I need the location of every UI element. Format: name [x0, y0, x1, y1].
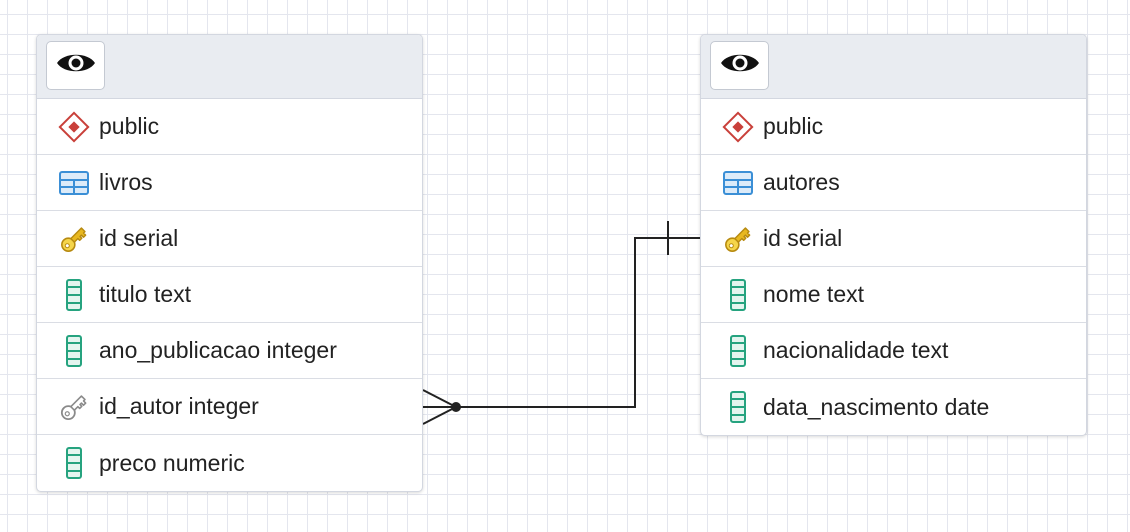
- primary-key-icon: [56, 224, 92, 254]
- table-node[interactable]: public autores id serial nome text nacionali…: [700, 34, 1087, 436]
- table-node[interactable]: public livros id serial titulo text ano_publ…: [36, 34, 423, 492]
- table-icon: [56, 168, 92, 198]
- row-label: id serial: [99, 225, 179, 251]
- table-icon: [720, 168, 756, 198]
- table-node-row[interactable]: id_autor integer: [37, 379, 422, 435]
- schema-icon: [56, 110, 92, 143]
- column-icon: [56, 334, 92, 367]
- column-icon: [720, 334, 756, 367]
- row-label: public: [763, 113, 824, 139]
- eye-icon: [720, 50, 760, 81]
- table-node-row[interactable]: public: [701, 99, 1086, 155]
- table-node-header[interactable]: [37, 35, 422, 99]
- eye-icon: [56, 50, 96, 81]
- table-node-header[interactable]: [701, 35, 1086, 99]
- table-node-row[interactable]: titulo text: [37, 267, 422, 323]
- table-node-row[interactable]: data_nascimento date: [701, 379, 1086, 435]
- table-node-row[interactable]: id serial: [701, 211, 1086, 267]
- row-label: nacionalidade text: [763, 337, 949, 363]
- relationship-line[interactable]: [456, 237, 700, 408]
- crow-foot-many-marker: [422, 389, 457, 425]
- toggle-view-button[interactable]: [46, 41, 105, 90]
- row-label: preco numeric: [99, 449, 245, 476]
- row-label: livros: [99, 169, 153, 195]
- column-icon: [720, 391, 756, 423]
- row-label: data_nascimento date: [763, 393, 990, 420]
- row-label: id serial: [763, 225, 843, 251]
- foreign-key-icon: [56, 392, 92, 422]
- table-node-row[interactable]: public: [37, 99, 422, 155]
- row-label: id_autor integer: [99, 393, 259, 419]
- schema-icon: [720, 110, 756, 143]
- table-node-row[interactable]: preco numeric: [37, 435, 422, 491]
- table-node-row[interactable]: autores: [701, 155, 1086, 211]
- row-label: public: [99, 113, 160, 139]
- row-label: titulo text: [99, 281, 192, 307]
- table-node-row[interactable]: nacionalidade text: [701, 323, 1086, 379]
- table-node-row[interactable]: livros: [37, 155, 422, 211]
- row-label: autores: [763, 169, 840, 195]
- row-label: nome text: [763, 281, 864, 307]
- column-icon: [56, 447, 92, 479]
- crow-foot-circle: [451, 402, 461, 412]
- column-icon: [720, 278, 756, 311]
- toggle-view-button[interactable]: [710, 41, 769, 90]
- table-node-row[interactable]: nome text: [701, 267, 1086, 323]
- table-node-row[interactable]: id serial: [37, 211, 422, 267]
- table-node-row[interactable]: ano_publicacao integer: [37, 323, 422, 379]
- primary-key-icon: [720, 224, 756, 254]
- row-label: ano_publicacao integer: [99, 337, 337, 363]
- column-icon: [56, 278, 92, 311]
